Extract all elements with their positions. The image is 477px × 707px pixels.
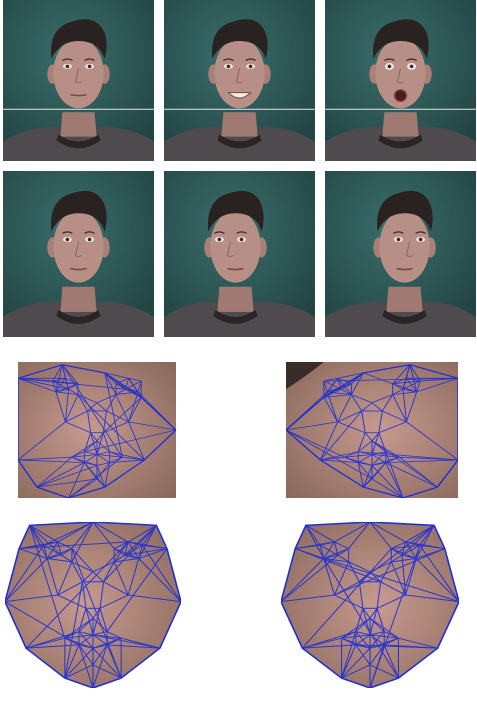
photo-surprise bbox=[325, 0, 476, 161]
normalized-frontal-mesh bbox=[5, 522, 181, 688]
photo-frontal bbox=[3, 171, 154, 337]
frontal-mesh bbox=[18, 362, 176, 498]
profile-mesh bbox=[286, 362, 458, 498]
photo-turned-left bbox=[164, 171, 315, 337]
photo-smile bbox=[164, 0, 315, 161]
photo-turned-right bbox=[325, 171, 476, 337]
normalized-profile-mesh bbox=[281, 522, 459, 688]
photo-neutral bbox=[3, 0, 154, 161]
